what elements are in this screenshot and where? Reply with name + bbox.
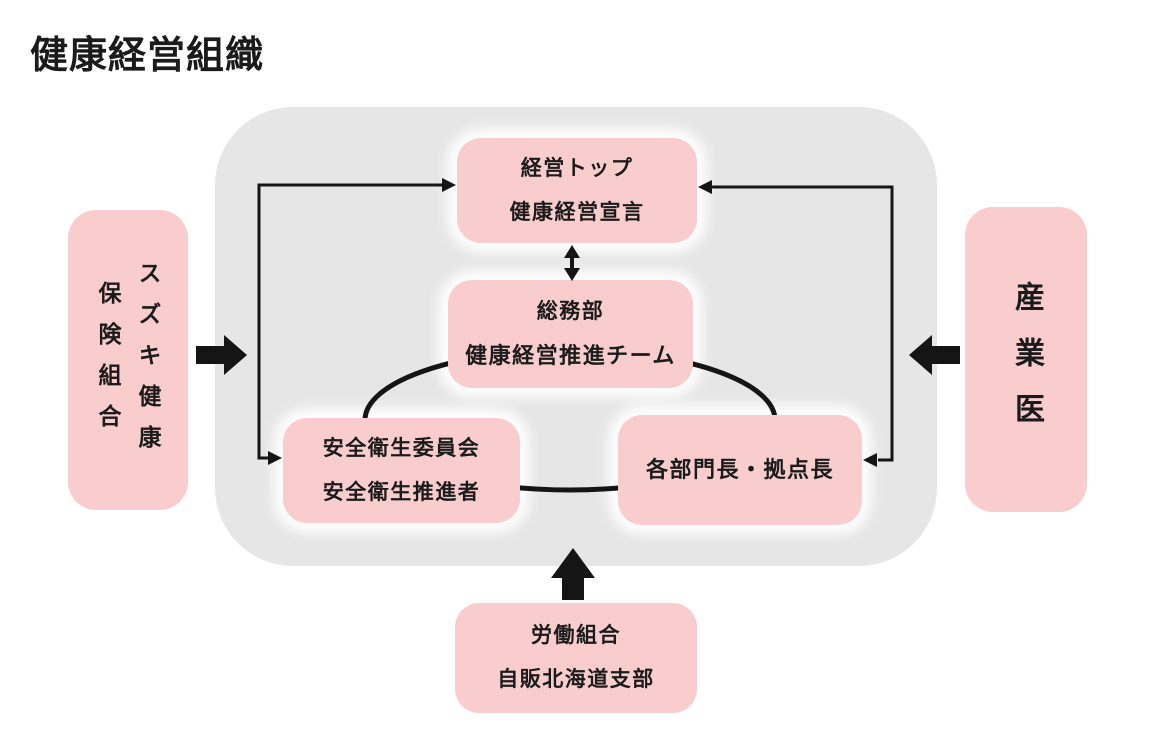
node-general-affairs-promo-team: 総務部 健康経営推進チーム bbox=[448, 280, 693, 388]
node-label-line: 健康経営宣言 bbox=[509, 200, 645, 224]
node-label-line: 経営トップ bbox=[520, 156, 634, 180]
node-label-column: スズキ健康 bbox=[135, 260, 161, 466]
node-label-column: 産業医 bbox=[1010, 280, 1043, 449]
node-label-line: 健康経営推進チーム bbox=[465, 343, 676, 368]
node-label-line: 安全衛生推進者 bbox=[322, 480, 481, 504]
node-label-line: 安全衛生委員会 bbox=[322, 436, 481, 460]
page-title: 健康経営組織 bbox=[30, 35, 265, 77]
node-safety-committee: 安全衛生委員会 安全衛生推進者 bbox=[283, 418, 520, 523]
node-labor-union: 労働組合 自販北海道支部 bbox=[455, 603, 697, 713]
node-label-line: 各部門長・拠点長 bbox=[645, 457, 834, 482]
node-health-insurance-association: スズキ健康 保険組合 bbox=[68, 210, 188, 510]
node-division-managers: 各部門長・拠点長 bbox=[618, 415, 862, 525]
node-label-line: 総務部 bbox=[536, 300, 605, 323]
node-occupational-physician: 産業医 bbox=[965, 207, 1087, 512]
node-label-line: 労働組合 bbox=[531, 624, 621, 647]
node-label-line: 自販北海道支部 bbox=[497, 668, 655, 691]
node-label-column: 保険組合 bbox=[95, 281, 121, 445]
node-management-declaration: 経営トップ 健康経営宣言 bbox=[457, 138, 697, 243]
